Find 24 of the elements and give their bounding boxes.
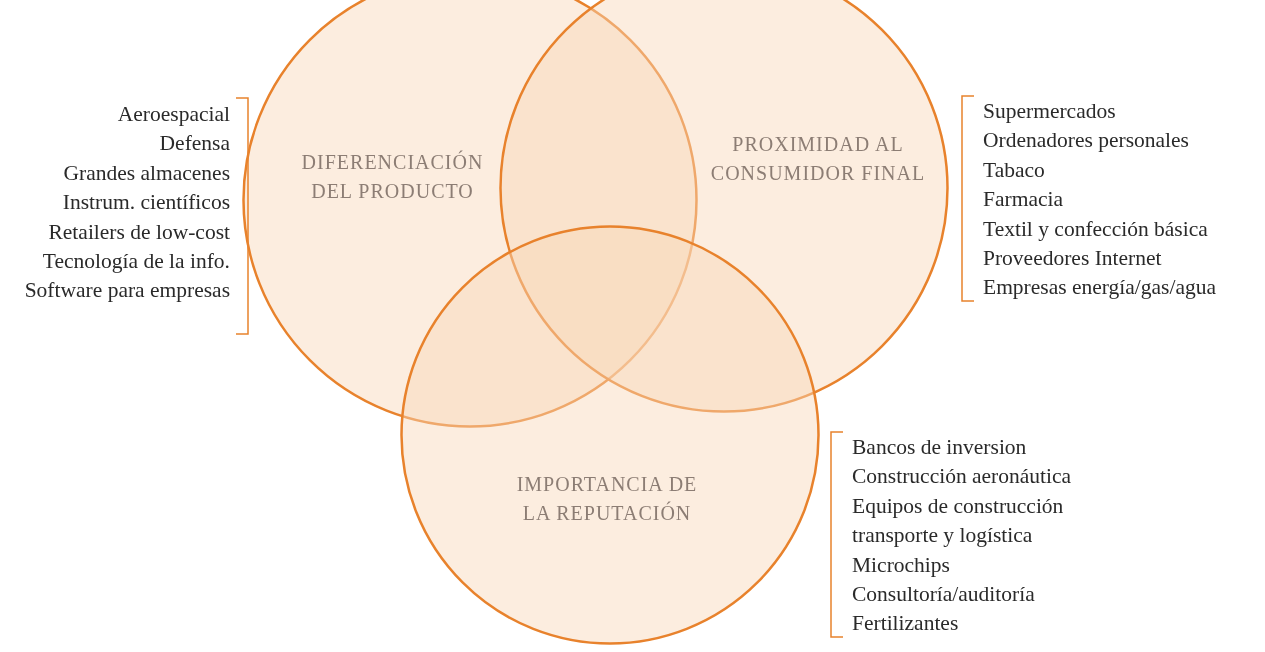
industry-label: Retailers de low-cost [47,218,230,246]
industry-label: Supermercados [983,98,1117,125]
industry-label: Aeroespacial [116,101,230,128]
circle-title: DIFERENCIACIÓN DEL PRODUCTO [300,149,485,204]
industry-label: Empresas energía/gas/agua [983,274,1218,302]
industry-label: Fertilizantes [852,610,960,638]
industry-label: Textil y confección básica [983,215,1209,243]
industry-label: Software para empresas [23,277,230,305]
industry-label: Proveedores Internet [983,245,1163,273]
industry-label: Instrum. científicos [61,189,230,217]
industry-label: Tecnología de la info. [41,248,230,276]
circle-title: IMPORTANCIA DE LA REPUTACIÓN [515,472,699,526]
industry-label: Microchips [852,551,951,579]
industry-label: Consultoría/auditoría [852,581,1036,609]
industry-label: Construcción aeronáutica [852,463,1073,491]
industry-label: Farmacia [983,186,1064,214]
circle-title: PROXIMIDAD AL CONSUMIDOR FINAL [709,132,927,186]
industry-label: Equipos de construcción transporte y logística [852,492,1065,550]
industry-label: Defensa [158,130,230,158]
industry-label: Grandes almacenes [62,159,230,187]
industry-label: Ordenadores personales [983,127,1190,155]
industry-label: Bancos de inversion [852,434,1028,461]
industry-label: Tabaco [983,156,1046,184]
venn-circle [400,225,820,645]
